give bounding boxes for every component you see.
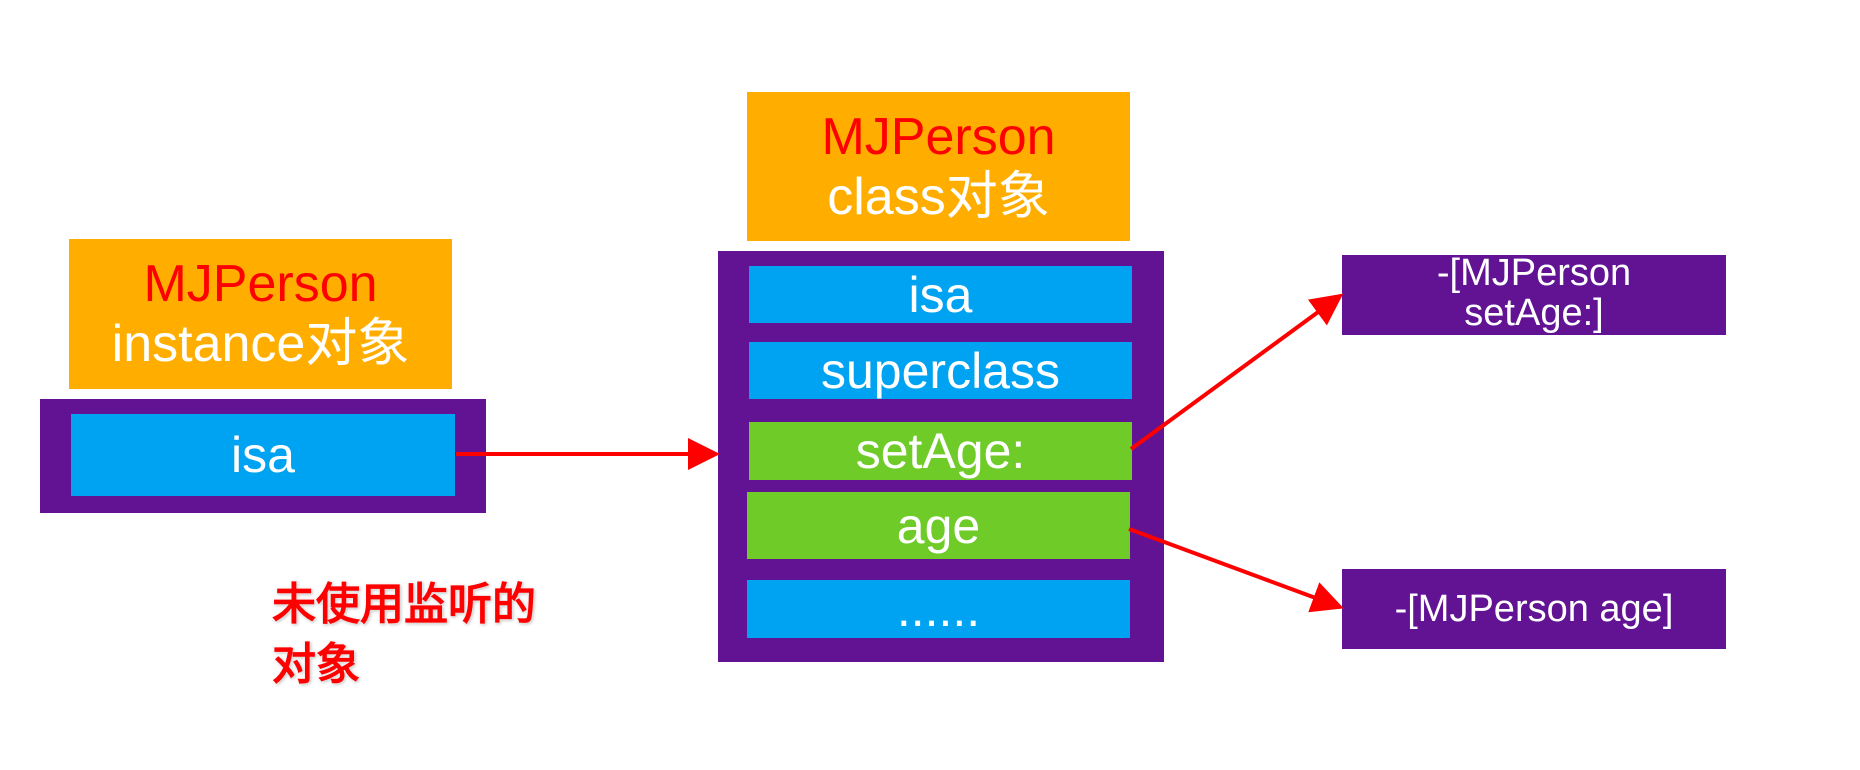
- instance-isa-label: isa: [231, 427, 295, 483]
- note-line-2: 对象: [272, 640, 360, 689]
- instance-isa-slot: isa: [71, 414, 455, 496]
- class-age-label: age: [896, 497, 981, 554]
- instance-header: MJPerson instance对象: [69, 239, 452, 389]
- method-setage-label: -[MJPerson setAge:]: [1436, 255, 1632, 334]
- class-isa-label: isa: [908, 266, 973, 323]
- method-age-label: -[MJPerson age]: [1394, 588, 1674, 630]
- class-age-slot: age: [747, 492, 1130, 559]
- class-more-slot: ......: [747, 580, 1130, 638]
- class-isa-slot: isa: [749, 266, 1132, 323]
- instance-class-name: MJPerson: [143, 255, 378, 313]
- class-container: isa superclass setAge: age ......: [718, 251, 1164, 662]
- class-superclass-label: superclass: [821, 342, 1060, 399]
- note-line-1: 未使用监听的: [272, 580, 536, 629]
- class-header: MJPerson class对象: [747, 92, 1130, 241]
- note-text: 未使用监听的 对象: [272, 575, 572, 695]
- class-setage-label: setAge:: [855, 423, 1026, 479]
- class-setage-slot: setAge:: [749, 422, 1132, 480]
- method-setage-box: -[MJPerson setAge:]: [1342, 255, 1726, 335]
- class-superclass-slot: superclass: [749, 342, 1132, 399]
- instance-kind-label: instance对象: [111, 315, 410, 373]
- method-age-box: -[MJPerson age]: [1342, 569, 1726, 649]
- class-kind-label: class对象: [827, 167, 1050, 226]
- instance-container: isa: [40, 399, 486, 513]
- class-class-name: MJPerson: [821, 107, 1056, 166]
- class-more-label: ......: [896, 581, 981, 637]
